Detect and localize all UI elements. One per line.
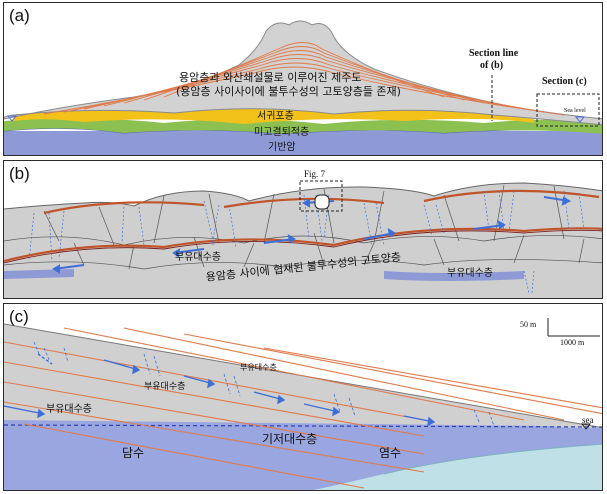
panel-b-tag: (b) bbox=[9, 164, 30, 183]
seogwipo-formation-layer bbox=[14, 108, 534, 124]
freshwater-lens bbox=[4, 420, 602, 490]
fig7-label: Fig. 7 bbox=[304, 169, 326, 179]
flow-arrows bbox=[52, 196, 572, 274]
saltwater-wedge bbox=[313, 444, 602, 490]
panel-c-tag: (c) bbox=[9, 307, 29, 326]
freshwater-label: 담수 bbox=[122, 446, 145, 460]
lava-layer-lines bbox=[43, 42, 565, 116]
perched-aquifer-right-label: 부유대수층 bbox=[447, 268, 493, 279]
infiltration-dashes bbox=[33, 341, 495, 427]
basal-aquifer-label: 기저대수층 bbox=[262, 432, 318, 446]
section-c-box bbox=[536, 93, 600, 127]
saltwater-label: 염수 bbox=[379, 446, 402, 460]
panel-c-coastal-section: (c) 50 m 1000 m 부유대수층 부유대수층 부유대수층 기저대수층 … bbox=[3, 303, 603, 491]
basement-layer bbox=[4, 131, 602, 155]
fig7-lava-tube bbox=[314, 194, 330, 210]
volcanic-body bbox=[4, 20, 602, 126]
scale-vertical-label: 50 m bbox=[520, 320, 537, 329]
sea-level-marker-left bbox=[6, 115, 18, 122]
panel-b-perched-aquifers: (b) Fig. 7 부유대수층 부유대수층 용암층 사이에 협재된 불투수성의… bbox=[3, 160, 603, 299]
seogwipo-label: 서귀포층 bbox=[257, 111, 294, 122]
main-description-line1: 용암층과 와산쇄설물로 이루어진 제주도 bbox=[179, 71, 362, 84]
perched-aquifer-label-3: 부유대수층 bbox=[46, 404, 92, 415]
scale-horizontal-label: 1000 m bbox=[560, 338, 585, 347]
sea-level-marker-right bbox=[574, 116, 586, 123]
panel-a-tag: (a) bbox=[9, 6, 30, 25]
unconsolidated-label: 미고결퇴적층 bbox=[254, 127, 310, 138]
unconsolidated-sediment-layer bbox=[4, 118, 602, 134]
perched-aquifer-label-1: 부유대수층 bbox=[240, 363, 277, 372]
fracture-lines bbox=[4, 184, 602, 270]
water-table-line bbox=[4, 424, 602, 428]
panel-a-island-cross-section: (a) 용암층과 와산쇄설물로 이루어진 제주도 (용암층 사이사이에 불투수성… bbox=[3, 2, 603, 156]
section-line-label-2: of (b) bbox=[480, 60, 504, 71]
fig7-box bbox=[299, 180, 343, 212]
dipping-lava-layers bbox=[4, 327, 602, 489]
sea-marker bbox=[580, 423, 592, 430]
island-cross-section-drawing bbox=[4, 20, 602, 155]
perched-aquifer-drawing bbox=[4, 161, 602, 298]
lava-body-section bbox=[4, 183, 602, 298]
perched-water-lens-right bbox=[384, 271, 524, 281]
sea-level-label: Sea level bbox=[564, 108, 586, 114]
section-c-label: Section (c) bbox=[542, 76, 587, 87]
perched-aquifer-left-label: 부유대수층 bbox=[175, 252, 221, 263]
sea-label: sea bbox=[582, 415, 594, 425]
main-description-line2: (용암층 사이사이에 불투수성의 고토양층들 존재) bbox=[176, 85, 401, 98]
groundwater-flow-arrows bbox=[4, 353, 436, 427]
basement-label: 기반암 bbox=[268, 142, 296, 153]
section-line-label-1: Section line bbox=[469, 48, 519, 59]
perched-aquifer-label-2: 부유대수층 bbox=[144, 382, 186, 392]
coastal-section-drawing bbox=[4, 318, 602, 490]
